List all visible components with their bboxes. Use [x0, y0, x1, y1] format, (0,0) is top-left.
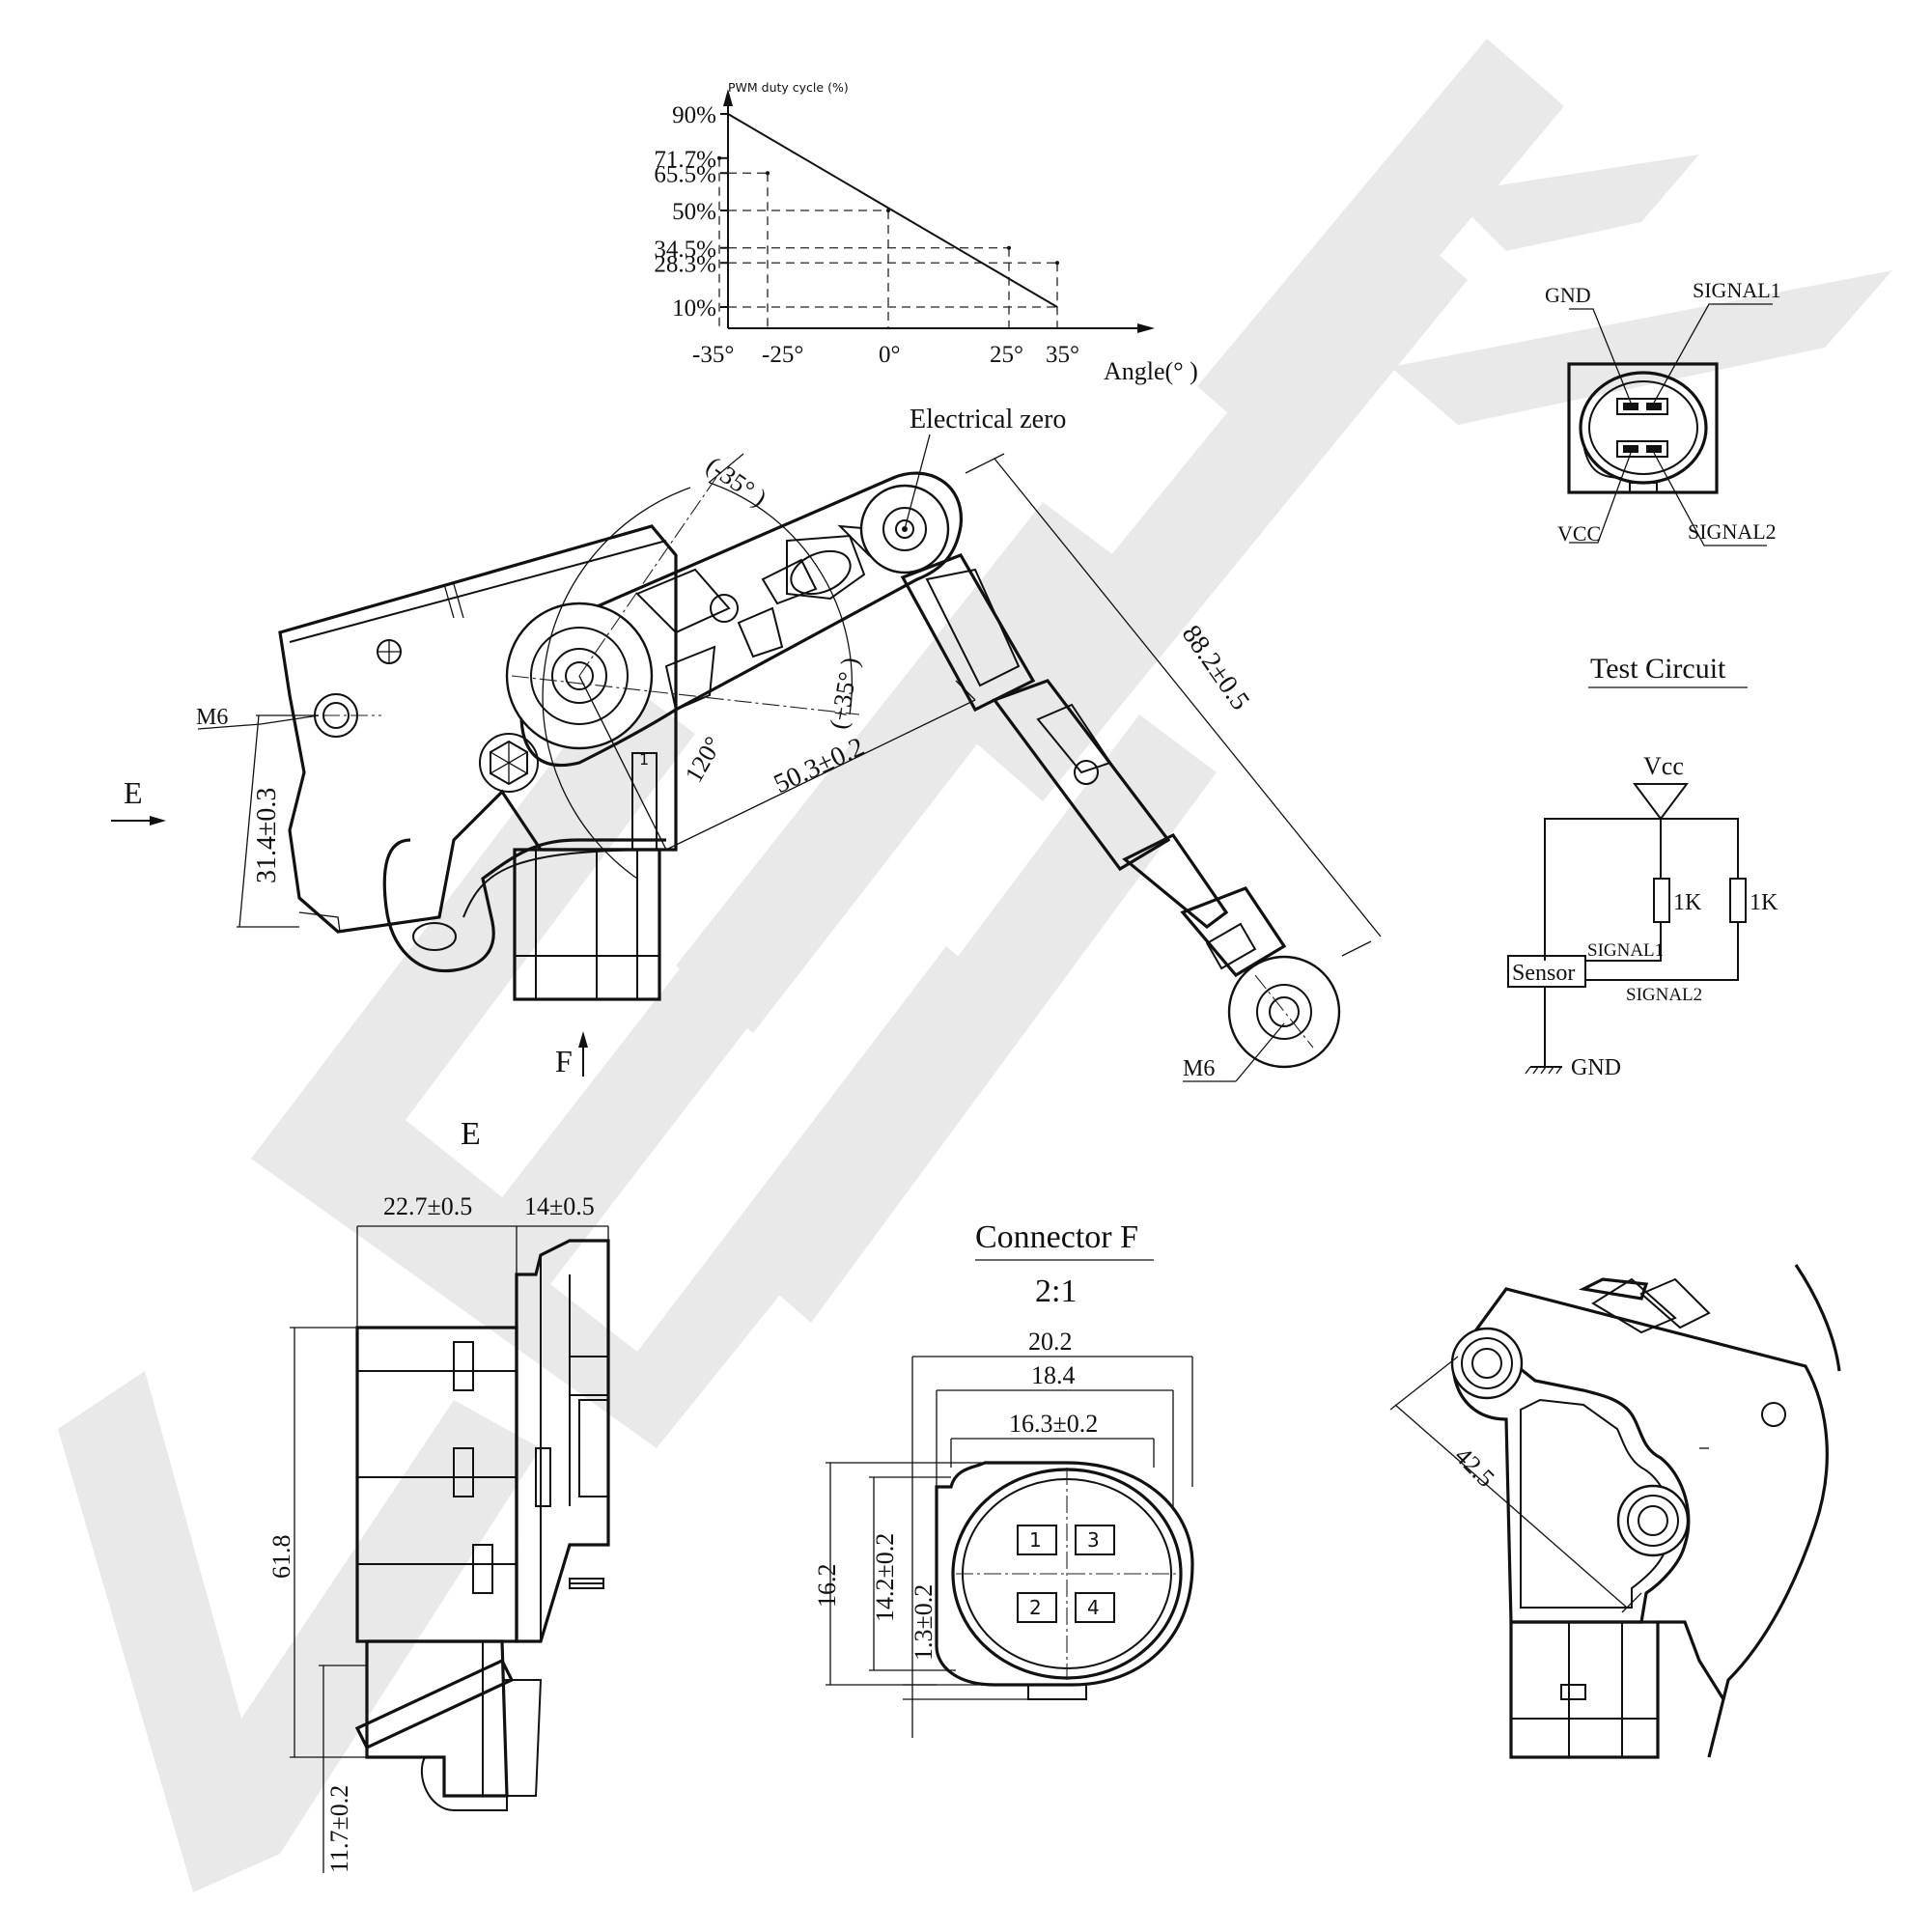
- chart-ylabel: PWM duty cycle (%): [728, 80, 849, 95]
- pin-4: 4: [1087, 1596, 1100, 1619]
- pin-signal2-label: SIGNAL2: [1688, 519, 1777, 544]
- resistor-2-label: 1K: [1750, 890, 1778, 915]
- dim-f-h-outer: 16.2: [813, 1564, 841, 1609]
- pin-gnd-label: GND: [1545, 283, 1591, 307]
- dim-f-outer: 20.2: [1028, 1328, 1073, 1356]
- chart-x-tick-label: 0°: [879, 342, 901, 368]
- connector-f-title: Connector F: [975, 1219, 1138, 1255]
- angle-arc: [709, 482, 854, 715]
- vcc-label: Vcc: [1643, 752, 1684, 780]
- chart-data-points: [717, 155, 1059, 266]
- sensor-label: Sensor: [1512, 961, 1575, 986]
- link-rod: [900, 553, 1036, 713]
- dim-f-h-small: 1.3±0.2: [910, 1584, 938, 1661]
- chart-y-tick-label: 71.7%: [654, 147, 716, 173]
- dim-f-inner: 16.3±0.2: [1009, 1410, 1098, 1438]
- chart-data-point: [1007, 245, 1011, 250]
- dim-f-mid: 18.4: [1031, 1361, 1076, 1389]
- pin-vcc-label: VCC: [1557, 521, 1601, 546]
- chart-y-tick-label: 50%: [672, 199, 716, 225]
- chart-tick-labels: 90% 71.7%65.5% 50% 34.5%28.3% 10% -35° -25° 0° 2…: [654, 102, 1079, 368]
- signal2-wire-label: SIGNAL2: [1626, 985, 1702, 1005]
- signal1-wire-label: SIGNAL1: [1587, 940, 1664, 961]
- pin-3: 3: [1087, 1528, 1100, 1552]
- chart-y-tick-label: 65.5%: [654, 161, 716, 187]
- view-e-arrow-label: E: [124, 775, 143, 810]
- view-f-arrow-icon: [578, 1031, 588, 1048]
- view-e-arrow-icon: [150, 816, 166, 826]
- dim-height-left: 31.4±0.3: [252, 788, 282, 883]
- chart-x-tick-label: -35°: [692, 342, 734, 368]
- chart-data-point: [766, 171, 770, 176]
- connector-f-view: Connector F 2:1 20.2 18.4 16.3±0.2 1 3 2…: [813, 1219, 1194, 1738]
- rear-housing: [1451, 1287, 1829, 1758]
- dim-e-width: 22.7±0.5: [383, 1192, 472, 1220]
- chart-y-tick-label: 10%: [672, 295, 716, 322]
- vcc-symbol: [1633, 783, 1689, 821]
- sensor-housing: [278, 524, 678, 934]
- mount-ear: [382, 838, 666, 973]
- chart-x-tick-label: -25°: [762, 342, 803, 368]
- dim-e-offset: 11.7±0.2: [325, 1785, 353, 1873]
- resistor-1: [1653, 878, 1670, 923]
- chart-duty-line: [727, 113, 1058, 308]
- dim-e-depth: 14±0.5: [524, 1192, 595, 1220]
- chart-x-arrow: [1137, 323, 1155, 333]
- chart-y-tick-label: 34.5%: [654, 237, 716, 263]
- chart-data-point: [886, 209, 890, 212]
- hex-bolt: [479, 733, 539, 793]
- pivot-center: [565, 661, 594, 690]
- arm-slot: [790, 549, 852, 596]
- pin-slot-top: [1616, 398, 1668, 415]
- chart-data-point: [1055, 261, 1059, 266]
- pin-mark: 1: [639, 750, 649, 769]
- dim-f-h-inner: 14.2±0.2: [871, 1533, 899, 1622]
- view-e-title: E: [461, 1116, 481, 1152]
- chart-x-tick-label: 25°: [990, 342, 1023, 368]
- chart-y-tick-label: 90%: [672, 102, 716, 128]
- pwm-chart: PWM duty cycle (%) 90% 71.7%65.5% 50% 34.5%…: [654, 80, 1197, 385]
- pin-1: 1: [1029, 1528, 1042, 1552]
- gnd-label: GND: [1571, 1055, 1621, 1080]
- chart-xlabel: Angle(° ): [1104, 357, 1198, 385]
- thread-label-left: M6: [196, 705, 228, 730]
- chart-x-tick-label: 35°: [1046, 342, 1079, 368]
- thread-label-right: M6: [1183, 1056, 1215, 1081]
- electrical-zero-label: Electrical zero: [910, 405, 1066, 434]
- resistor-1-label: 1K: [1673, 890, 1702, 915]
- test-circuit-title: Test Circuit: [1590, 653, 1726, 685]
- rod-end-eye: [1227, 955, 1341, 1069]
- pin-2: 2: [1029, 1596, 1042, 1619]
- resistor-2: [1729, 878, 1747, 923]
- pin-slot-bottom: [1616, 440, 1668, 458]
- chart-grid: [718, 157, 1058, 328]
- watermark-logo: [58, 39, 1892, 1892]
- dim-e-height: 61.8: [267, 1535, 295, 1580]
- dim-rod-length: 88.2±0.5: [1176, 620, 1255, 715]
- angle-pos-label: (+35° ): [825, 656, 865, 732]
- view-f-arrow-label: F: [555, 1044, 573, 1078]
- pin-signal1-label: SIGNAL1: [1693, 278, 1781, 302]
- chart-data-point: [717, 155, 721, 160]
- rear-view: 42.5: [1389, 1264, 1841, 1759]
- chart-y-tick-label: 28.3%: [654, 251, 716, 277]
- connector-pinout: GND SIGNAL1 VCC SIGNAL2: [1545, 278, 1781, 546]
- connector-f-pins: 1 3 2 4: [1017, 1525, 1115, 1623]
- dim-rear: 42.5: [1449, 1441, 1500, 1493]
- view-e: E 22.7±0.5 14±0.5 61.8 11.7±0.2: [267, 1116, 610, 1873]
- connector-f-housing: [935, 1461, 1194, 1687]
- sensor-box: [1507, 955, 1586, 988]
- rear-connector: [1509, 1620, 1660, 1759]
- connector-body: [513, 848, 661, 1001]
- chart-y-arrow: [723, 89, 733, 106]
- test-circuit: Test Circuit Vcc 1K 1K SIGNAL1 SIGNAL2 S…: [1507, 653, 1778, 1080]
- connector-f-scale: 2:1: [1035, 1273, 1077, 1309]
